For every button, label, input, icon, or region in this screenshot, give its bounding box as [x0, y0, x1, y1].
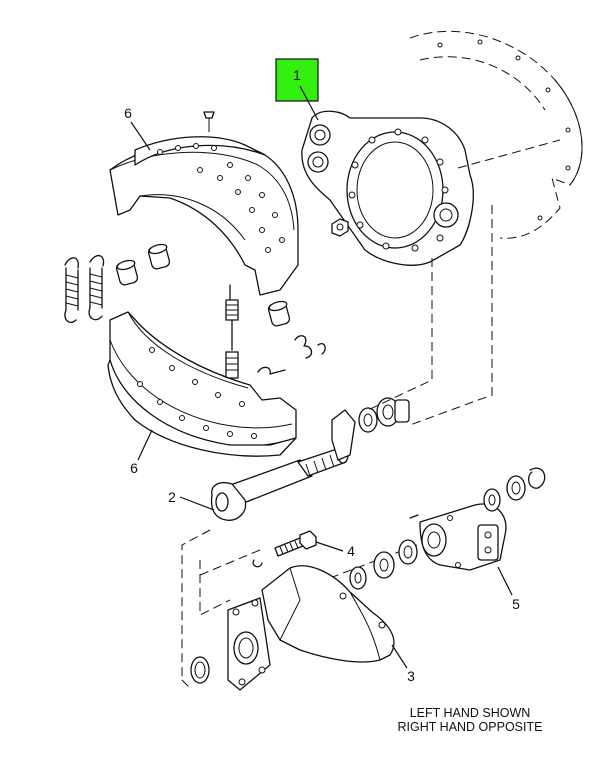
callout-1-leader — [299, 85, 319, 121]
nut — [331, 218, 349, 237]
callout-3-label: 3 — [407, 668, 415, 684]
note-line-2: RIGHT HAND OPPOSITE — [397, 720, 543, 734]
callout-6-bottom-leader — [137, 429, 153, 461]
return-springs — [64, 255, 326, 388]
camshaft — [210, 446, 349, 521]
camshaft-washers — [349, 539, 418, 590]
note-line-1: LEFT HAND SHOWN — [409, 706, 531, 720]
slack-adjuster — [409, 467, 546, 571]
callout-1-label: 1 — [293, 67, 301, 83]
callout-4-label: 4 — [347, 543, 355, 559]
dust-shield — [409, 30, 583, 239]
camshaft-bushing — [331, 397, 410, 461]
orientation-note: LEFT HAND SHOWN RIGHT HAND OPPOSITE — [360, 706, 580, 734]
lower-brake-shoe — [107, 311, 297, 457]
callout-1-highlight — [275, 58, 319, 102]
callout-5-leader — [497, 566, 513, 596]
callout-2[interactable]: 2 — [168, 489, 215, 511]
callout-5-label: 5 — [512, 596, 520, 612]
callout-3-leader — [391, 644, 408, 669]
anchor-pins — [115, 243, 291, 327]
brake-spider — [301, 110, 561, 266]
upper-brake-shoe — [109, 111, 299, 296]
callout-6-top[interactable]: 6 — [124, 105, 151, 151]
callout-3[interactable]: 3 — [391, 644, 415, 684]
callout-6-top-leader — [130, 121, 151, 151]
callout-1[interactable]: 1 — [275, 58, 319, 121]
callout-6-bottom-label: 6 — [130, 460, 138, 476]
callout-2-leader — [179, 496, 215, 511]
callout-4[interactable]: 4 — [315, 541, 355, 559]
assembly-guides — [181, 205, 493, 691]
bolt — [252, 530, 317, 568]
callout-5[interactable]: 5 — [497, 566, 520, 612]
callout-2-label: 2 — [168, 489, 176, 505]
callout-4-leader — [315, 541, 344, 552]
callout-6-top-label: 6 — [124, 105, 132, 121]
chamber-bracket — [190, 565, 395, 691]
callout-6-bottom[interactable]: 6 — [130, 429, 153, 476]
